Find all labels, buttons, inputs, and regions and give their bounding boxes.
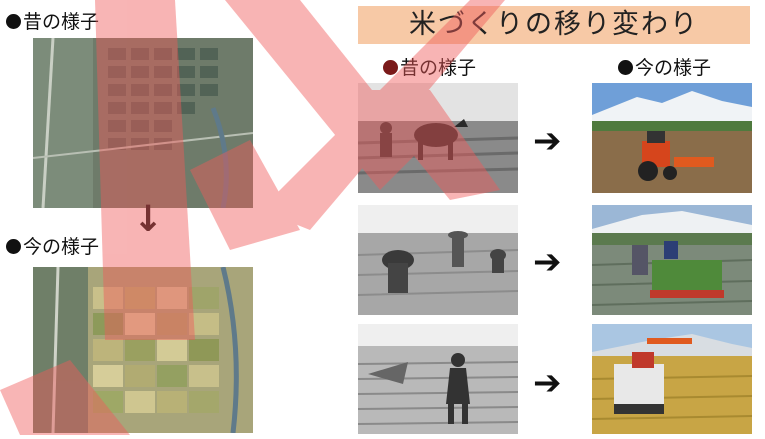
photo-past-plowing <box>358 83 518 193</box>
arrow-right-icon: ➔ <box>533 242 562 282</box>
aerial-photo-present <box>33 267 253 433</box>
past-label: 昔の様子 <box>6 11 99 33</box>
photo-past-harvest <box>358 324 518 434</box>
photo-past-planting <box>358 205 518 315</box>
past-header: 昔の様子 <box>383 57 476 79</box>
page-title: 米づくりの移り変わり <box>358 6 750 44</box>
photo-present-combine <box>592 324 752 434</box>
present-label: 今の様子 <box>6 236 99 258</box>
bullet-dot-icon <box>383 60 398 75</box>
arrow-down-icon: ↓ <box>133 199 164 240</box>
photo-present-tractor <box>592 83 752 193</box>
present-header: 今の様子 <box>618 57 711 79</box>
bullet-dot-icon <box>6 239 21 254</box>
arrow-right-icon: ➔ <box>533 121 562 161</box>
arrow-right-icon: ➔ <box>533 363 562 403</box>
bullet-dot-icon <box>618 60 633 75</box>
photo-present-rice-transplanter <box>592 205 752 315</box>
aerial-photo-past <box>33 38 253 208</box>
bullet-dot-icon <box>6 14 21 29</box>
